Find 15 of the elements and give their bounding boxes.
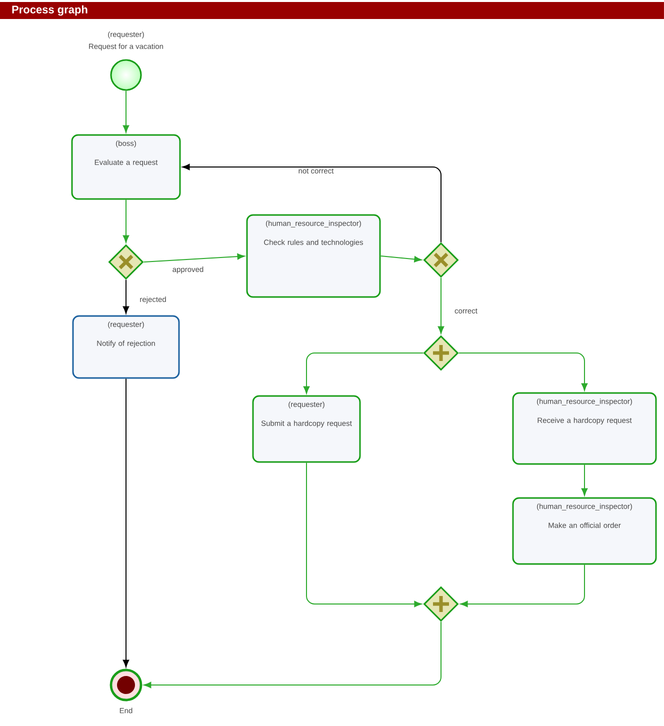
arrow [144,621,442,688]
arrow [122,279,130,314]
arrow [122,378,130,668]
arrow [458,352,588,391]
arrow [143,253,245,262]
arrow [438,277,444,334]
arrow [380,256,422,262]
arrow [581,464,588,496]
arrow [122,199,130,243]
arrow [303,352,424,394]
arrow [460,564,585,608]
arrow [122,90,130,133]
arrow [306,462,422,608]
arrow [182,164,442,243]
title-bar: Process graph [0,2,664,19]
